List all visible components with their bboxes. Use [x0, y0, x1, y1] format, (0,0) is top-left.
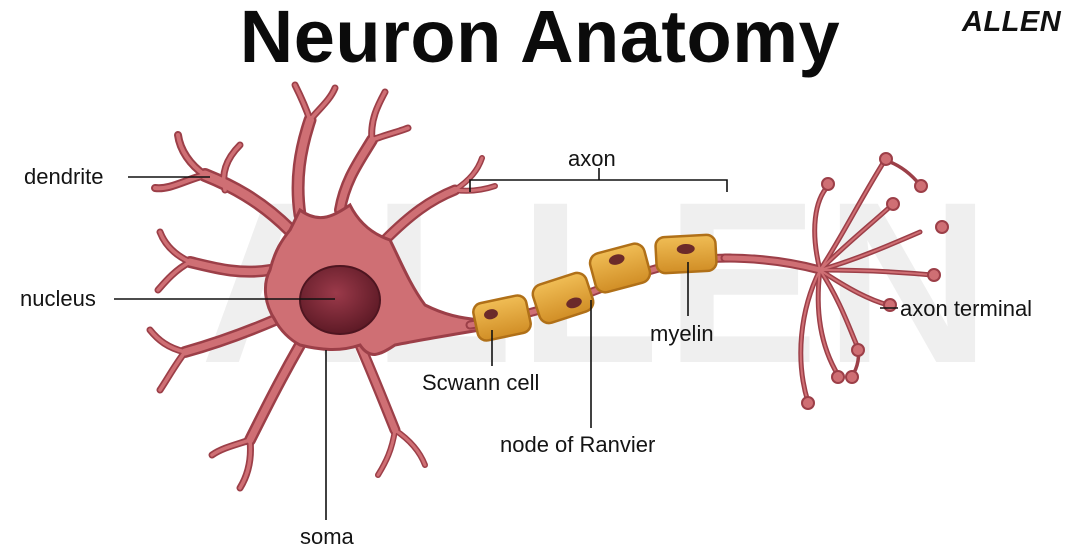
label-axon-terminal: axon terminal — [900, 296, 1033, 321]
page-title: Neuron Anatomy — [239, 0, 841, 78]
label-schwann-cell: Scwann cell — [422, 370, 540, 395]
axon-bracket — [469, 179, 728, 192]
label-myelin: myelin — [650, 321, 714, 346]
leader-lines — [114, 168, 898, 520]
label-axon: axon — [568, 146, 616, 171]
label-node-of-ranvier: node of Ranvier — [500, 432, 656, 457]
label-soma: soma — [300, 524, 354, 549]
axon-terminal-branches — [720, 157, 935, 405]
synaptic-knobs — [801, 152, 949, 410]
myelin-sheaths — [472, 233, 718, 342]
nucleus — [299, 265, 381, 335]
label-dendrite: dendrite — [24, 164, 104, 189]
brand-logo: ALLEN — [962, 6, 1062, 38]
label-nucleus: nucleus — [20, 286, 96, 311]
